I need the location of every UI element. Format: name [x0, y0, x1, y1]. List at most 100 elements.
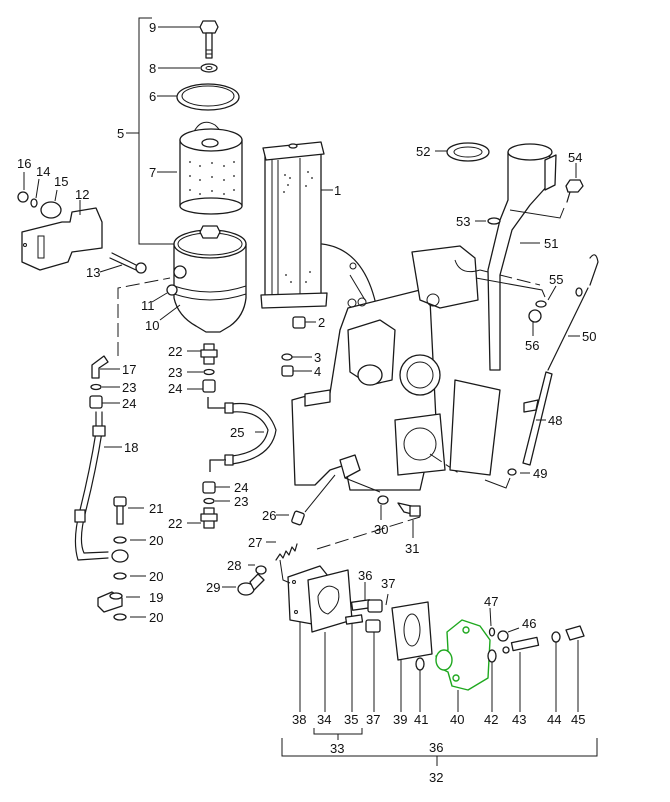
callout-25: 25 [230, 425, 244, 440]
callout-22a: 22 [168, 344, 182, 359]
part-29-plug[interactable] [237, 573, 265, 596]
group-bracket-32 [281, 738, 598, 766]
part-54-bolt[interactable] [565, 179, 584, 203]
part-23-washer-upper[interactable] [203, 368, 215, 376]
part-30-seal-ring[interactable] [377, 495, 389, 505]
part-23-washer-lower[interactable] [203, 497, 215, 505]
callout-26: 26 [262, 508, 276, 523]
callout-16: 16 [17, 156, 31, 171]
part-3-washer[interactable] [281, 353, 293, 361]
callout-39: 39 [393, 712, 407, 727]
part-23-washer-left[interactable] [90, 383, 102, 391]
callout-14: 14 [36, 164, 50, 179]
callout-49: 49 [533, 466, 547, 481]
callout-46: 46 [522, 616, 536, 631]
part-1-oil-cooler[interactable] [260, 141, 328, 309]
part-48-dipstick-tube[interactable] [522, 371, 553, 466]
callout-24a: 24 [168, 381, 182, 396]
callout-37a: 37 [381, 576, 395, 591]
part-11-plug[interactable] [166, 284, 178, 296]
callout-37b: 37 [366, 712, 380, 727]
callout-27: 27 [248, 535, 262, 550]
part-8-washer[interactable] [200, 63, 218, 73]
part-24-nut-left[interactable] [89, 395, 103, 409]
part-56-nut[interactable] [528, 309, 542, 323]
part-19-banjo[interactable] [97, 591, 123, 613]
part-10-filter-housing[interactable] [173, 225, 247, 333]
callout-11: 11 [141, 298, 155, 313]
part-50-dipstick[interactable] [547, 254, 599, 371]
part-49-seal[interactable] [507, 468, 517, 476]
part-37-gear-a[interactable] [367, 599, 383, 613]
callout-7: 7 [149, 165, 156, 180]
part-37-gear-b[interactable] [365, 619, 381, 633]
part-55-washer[interactable] [535, 300, 547, 308]
callout-32: 32 [429, 770, 443, 785]
callout-1: 1 [334, 183, 341, 198]
part-28-sealing-washer[interactable] [255, 565, 267, 575]
callout-29: 29 [206, 580, 220, 595]
group-bracket-33 [313, 728, 363, 740]
part-40-pump-cover-highlighted[interactable] [435, 619, 491, 691]
part-22-union-upper[interactable] [200, 343, 218, 365]
callout-20c: 20 [149, 610, 163, 625]
engine-case [291, 243, 541, 493]
callout-52: 52 [416, 144, 430, 159]
callout-33: 33 [330, 741, 344, 756]
part-26-relief-piston[interactable] [291, 510, 305, 526]
callout-45: 45 [571, 712, 585, 727]
callout-20b: 20 [149, 569, 163, 584]
callout-36a: 36 [358, 568, 372, 583]
callout-23c: 23 [234, 494, 248, 509]
part-27-relief-spring[interactable] [275, 543, 298, 561]
callout-18: 18 [124, 440, 138, 455]
part-17-elbow[interactable] [91, 355, 109, 379]
part-18-oil-line[interactable] [74, 411, 109, 561]
callout-43: 43 [512, 712, 526, 727]
part-21-banjo-bolt[interactable] [113, 496, 127, 525]
part-24-nut-lower[interactable] [202, 481, 216, 494]
part-6-gasket-ring[interactable] [176, 83, 240, 111]
part-47-plug[interactable] [488, 627, 496, 637]
part-4-nut[interactable] [281, 365, 294, 377]
callout-21: 21 [149, 501, 163, 516]
callout-23a: 23 [168, 365, 182, 380]
part-31-oil-pressure-switch[interactable] [397, 502, 421, 517]
part-39-cover-gasket[interactable] [391, 601, 433, 661]
part-42-washer[interactable] [487, 649, 497, 663]
part-34-pump-housing[interactable] [307, 569, 353, 633]
part-45-plug[interactable] [565, 625, 585, 641]
callout-9: 9 [149, 20, 156, 35]
part-51-oil-filler-tube[interactable] [487, 143, 557, 371]
part-22-union-lower[interactable] [200, 507, 218, 529]
part-35-shaft[interactable] [345, 614, 364, 625]
part-44-washer[interactable] [551, 631, 561, 643]
part-20-washer-a[interactable] [113, 536, 127, 544]
part-43-valve-plunger[interactable] [502, 636, 540, 654]
part-20-washer-c[interactable] [113, 613, 127, 621]
part-41-o-ring[interactable] [415, 657, 425, 671]
cooler-perforations [283, 171, 313, 283]
part-12-bracket[interactable] [21, 207, 103, 271]
part-13-bolt[interactable] [109, 252, 147, 274]
callout-47: 47 [484, 594, 498, 609]
part-15-disc[interactable] [40, 201, 62, 219]
callout-20a: 20 [149, 533, 163, 548]
callout-40: 40 [450, 712, 464, 727]
part-25-oil-hose[interactable] [207, 397, 277, 472]
part-9-bolt[interactable] [199, 20, 219, 59]
callout-35: 35 [344, 712, 358, 727]
part-52-seal-ring[interactable] [446, 142, 490, 162]
part-53-gasket[interactable] [487, 217, 501, 225]
part-7-filter-element[interactable] [179, 121, 243, 215]
part-2-sleeve[interactable] [292, 316, 306, 329]
part-20-washer-b[interactable] [113, 572, 127, 580]
part-16-nut[interactable] [17, 191, 29, 203]
part-14-washer[interactable] [30, 198, 38, 208]
part-46-nut[interactable] [497, 630, 509, 642]
callout-labels: 1 2 3 4 5 6 7 8 9 10 11 12 13 14 15 16 1… [17, 20, 596, 785]
callout-48: 48 [548, 413, 562, 428]
callout-41: 41 [414, 712, 428, 727]
callout-6: 6 [149, 89, 156, 104]
part-24-nut-upper[interactable] [202, 379, 216, 393]
